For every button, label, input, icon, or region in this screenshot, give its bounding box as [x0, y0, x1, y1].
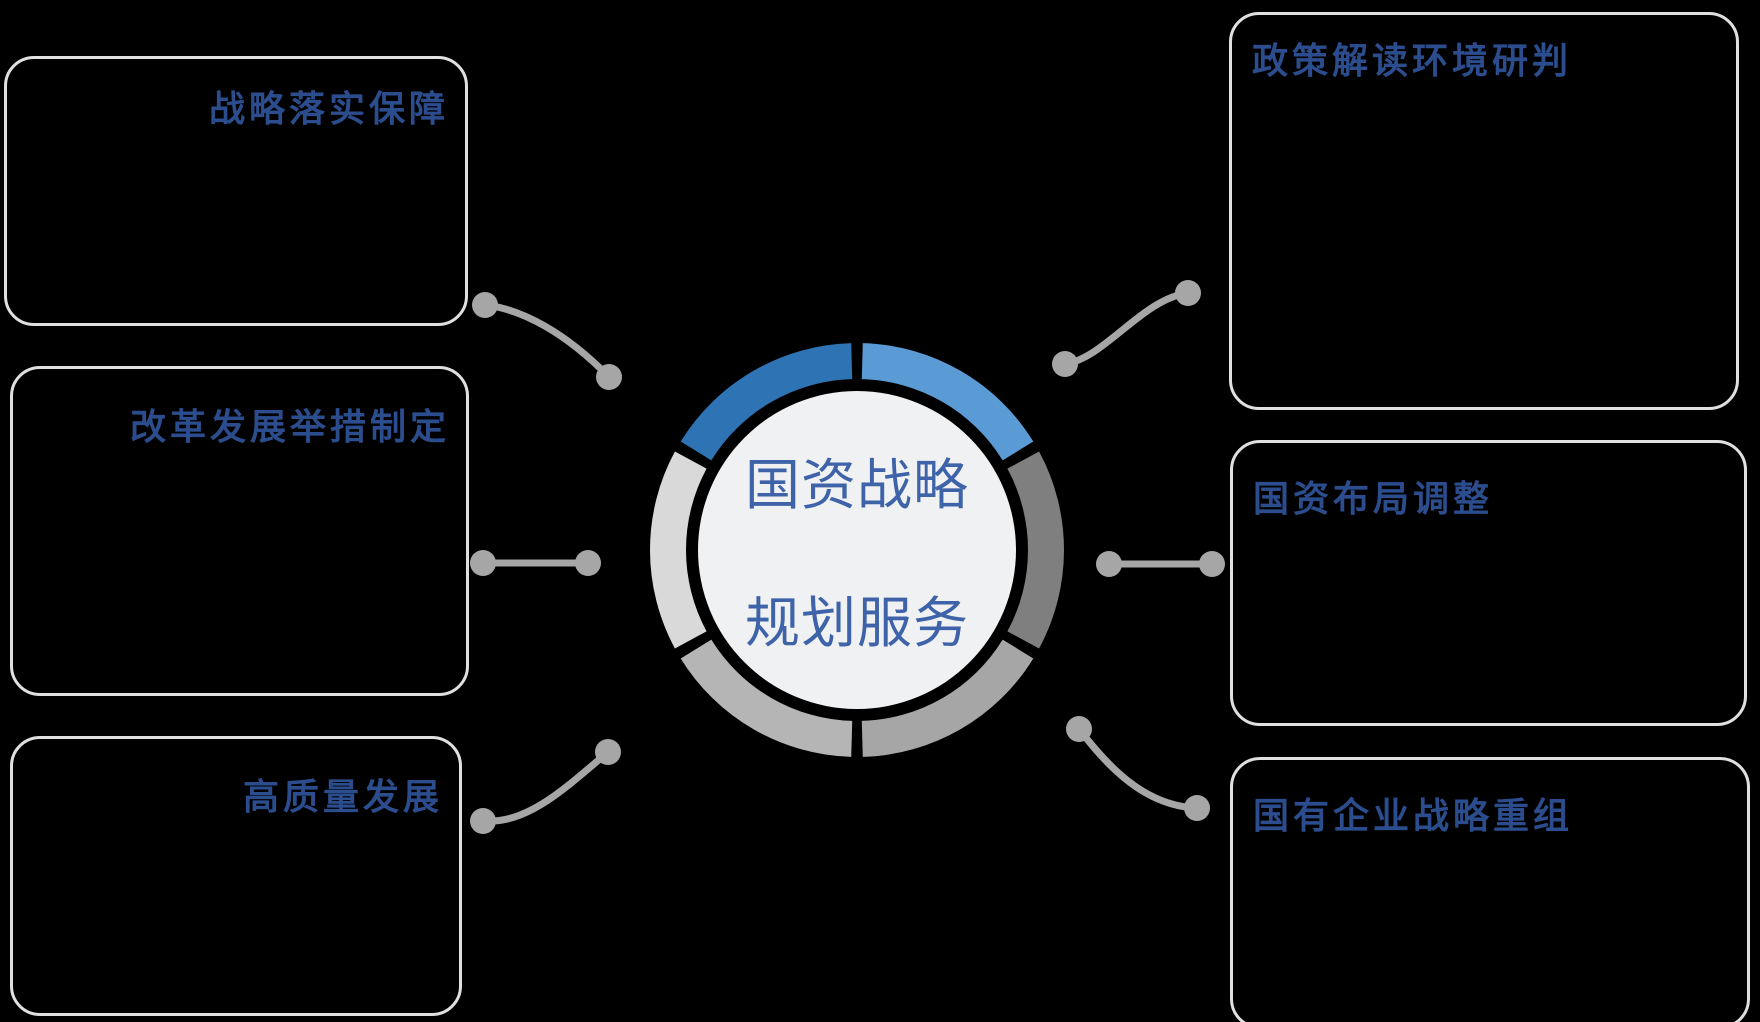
- connector-line: [481, 301, 613, 381]
- connector-dot: [1175, 280, 1201, 306]
- connector-dot: [596, 364, 622, 390]
- ring-segment-2: [861, 639, 1034, 757]
- box-title: 政策解读环境研判: [1252, 40, 1573, 81]
- info-box-policy-interpretation-environment-analysis: 政策解读环境研判: [1229, 12, 1739, 410]
- ring-segment-1: [1007, 451, 1064, 649]
- connector-top-right: [1052, 280, 1201, 377]
- connector-middle-right: [1096, 551, 1225, 577]
- ring-segment-0: [861, 343, 1034, 461]
- info-box-high-quality-development: 高质量发展: [10, 736, 462, 1016]
- box-title: 国有企业战略重组: [1253, 795, 1574, 836]
- connector-line: [1061, 289, 1192, 368]
- connector-bottom-left: [470, 739, 621, 834]
- ring-segment-5: [680, 343, 853, 461]
- box-title: 国资布局调整: [1253, 478, 1494, 519]
- connector-dot: [1199, 551, 1225, 577]
- info-box-reform-development-measures: 改革发展举措制定: [10, 366, 469, 696]
- connector-line: [1075, 725, 1201, 812]
- connector-dot: [575, 550, 601, 576]
- donut-ring: [650, 343, 1064, 757]
- connector-top-left: [472, 292, 622, 390]
- center-circle: [698, 391, 1016, 709]
- connector-middle-left: [470, 550, 601, 576]
- connector-dot: [595, 739, 621, 765]
- box-title: 改革发展举措制定: [129, 406, 450, 447]
- box-title: 战略落实保障: [208, 88, 449, 129]
- connector-line: [479, 748, 612, 825]
- box-title: 高质量发展: [242, 776, 443, 817]
- ring-segment-4: [650, 451, 707, 649]
- connector-bottom-right: [1066, 716, 1210, 821]
- info-box-state-assets-layout-adjustment: 国资布局调整: [1230, 440, 1747, 726]
- ring-segment-3: [680, 639, 853, 757]
- info-box-strategy-implementation-guarantee: 战略落实保障: [4, 56, 468, 326]
- connector-dot: [1184, 795, 1210, 821]
- info-box-soe-strategic-restructuring: 国有企业战略重组: [1230, 757, 1750, 1022]
